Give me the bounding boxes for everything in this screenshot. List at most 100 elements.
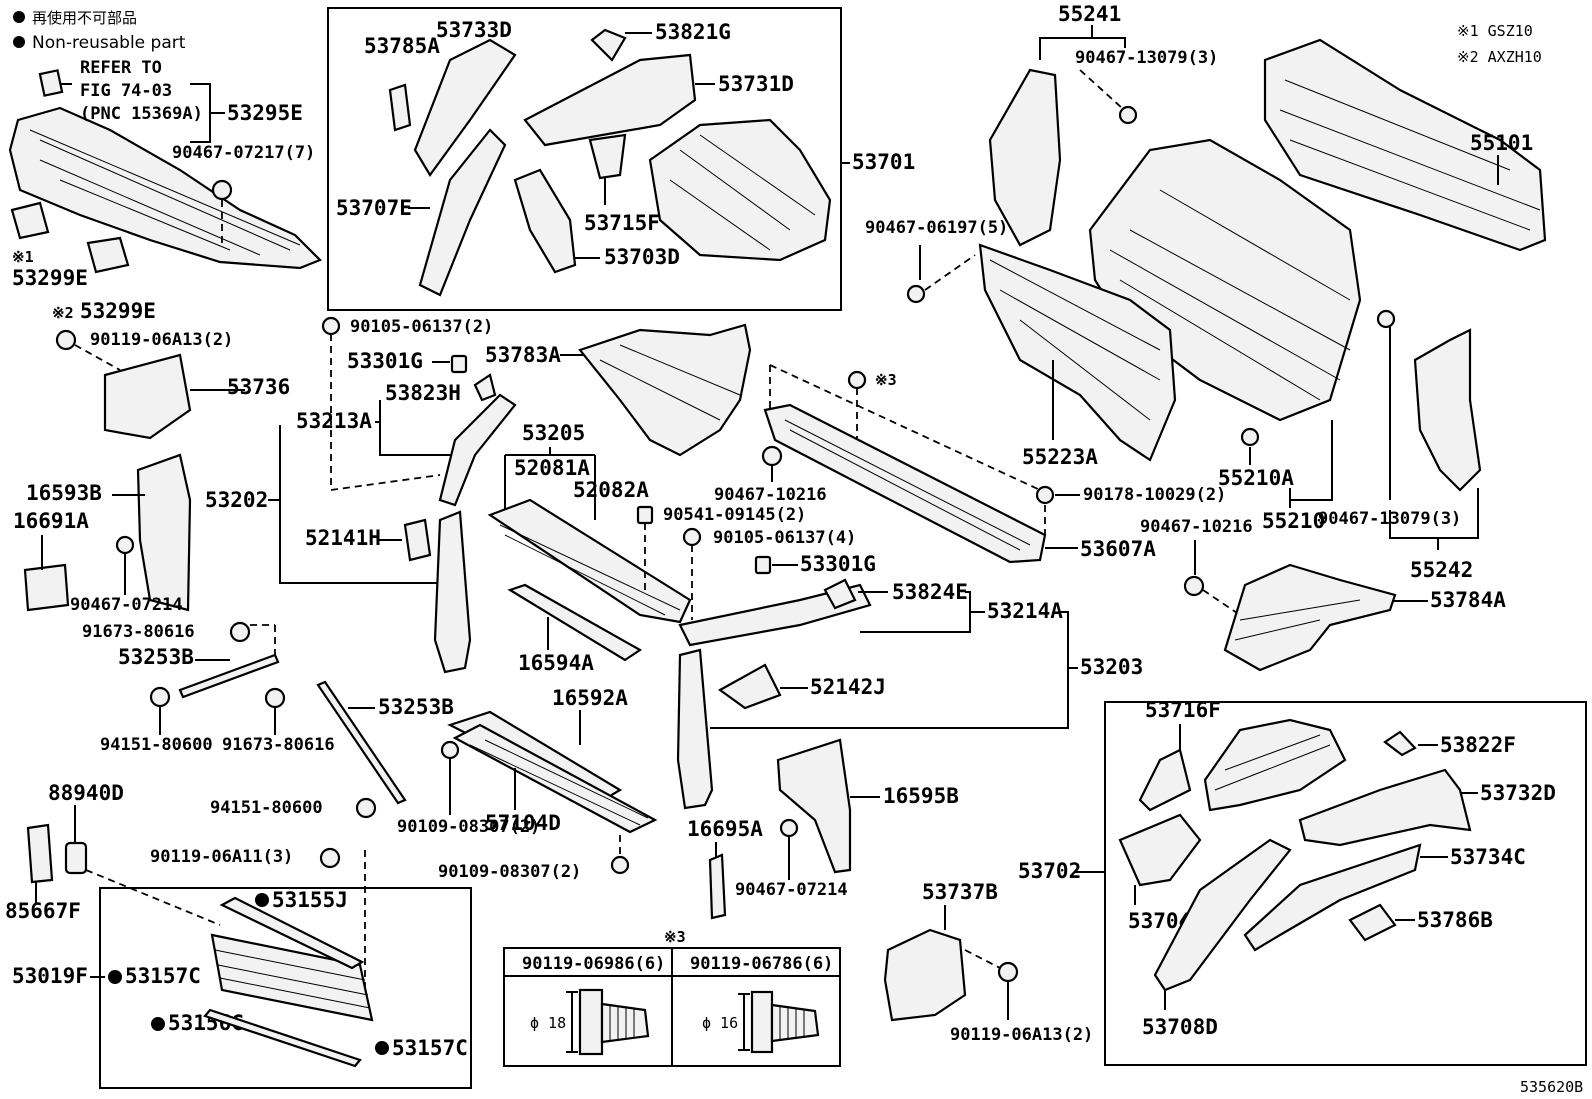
bracket-53214A bbox=[860, 591, 985, 633]
apron-53733D bbox=[413, 38, 517, 177]
bolt-note3 bbox=[847, 370, 867, 390]
legend-jp: 再使用不可部品 bbox=[32, 9, 137, 27]
cushion-90541 bbox=[636, 505, 654, 525]
nonreuse-dot-icon bbox=[255, 893, 269, 907]
label-note2: ※2 bbox=[52, 304, 74, 322]
label-52142J: 52142J bbox=[810, 675, 886, 699]
nut-90178-10029 bbox=[1035, 485, 1055, 505]
dash-hatch bbox=[1109, 189, 1351, 401]
refer-part bbox=[38, 69, 64, 97]
label-91673-80616-b: 91673-80616 bbox=[222, 735, 335, 755]
fastener-head-1 bbox=[578, 988, 604, 1056]
bracket-55242 bbox=[1389, 488, 1479, 550]
label-91673-80616-a: 91673-80616 bbox=[82, 622, 195, 642]
label-53732D: 53732D bbox=[1480, 781, 1556, 805]
figure-id: 535620B bbox=[1520, 1078, 1583, 1096]
label-55210: 55210 bbox=[1262, 509, 1325, 533]
label-53253B-a: 53253B bbox=[118, 645, 194, 669]
plate-53716F bbox=[1138, 748, 1192, 812]
label-94151-80600-b: 94151-80600 bbox=[210, 798, 323, 818]
support-53213A bbox=[438, 393, 517, 507]
grille-53019F bbox=[210, 933, 374, 1022]
group-box-53701 bbox=[327, 7, 842, 311]
table-note: ※3 bbox=[664, 928, 686, 946]
bracket-53213A bbox=[375, 400, 455, 456]
label-53783A: 53783A bbox=[485, 343, 561, 367]
clip-90467-06197 bbox=[906, 284, 926, 304]
rod-53253B-a bbox=[178, 653, 280, 699]
label-53299E-2: 53299E bbox=[80, 299, 156, 323]
label-90467-13079-a: 90467-13079(3) bbox=[1075, 48, 1218, 68]
label-90467-10216-b: 90467-10216 bbox=[1140, 517, 1253, 537]
fastener-thread-1 bbox=[609, 1005, 635, 1041]
nut-90119-06A13-b bbox=[997, 961, 1019, 983]
clip-90467-07217 bbox=[211, 179, 233, 201]
seal-16593B bbox=[136, 453, 192, 612]
seal-53156G bbox=[203, 1008, 362, 1068]
bolt-91673-b bbox=[264, 687, 286, 709]
label-90109-08307-b: 90109-08307(2) bbox=[438, 862, 581, 882]
panel-53736 bbox=[103, 353, 192, 440]
insulator-55223A bbox=[978, 243, 1177, 462]
table-col2-dim: ϕ 16 bbox=[702, 1014, 738, 1032]
label-53157C-b: 53157C bbox=[392, 1036, 468, 1060]
support-hatch bbox=[499, 524, 681, 616]
refer-line1: REFER TO bbox=[80, 58, 162, 78]
bracket-52141H bbox=[403, 518, 432, 562]
label-53823H: 53823H bbox=[385, 381, 461, 405]
label-90105-06137-b: 90105-06137(4) bbox=[713, 528, 856, 548]
insulator-hatch bbox=[989, 259, 1161, 421]
leader-dash bbox=[1202, 589, 1241, 616]
support-53202 bbox=[433, 510, 472, 674]
label-16592A: 16592A bbox=[552, 686, 628, 710]
bracket-53703D bbox=[513, 168, 577, 274]
support-57104D bbox=[452, 723, 658, 834]
apron-hatch bbox=[1214, 734, 1331, 791]
seal-16595B bbox=[776, 738, 852, 874]
seal-16594A bbox=[507, 583, 643, 662]
refer-line3: (PNC 15369A) bbox=[80, 104, 203, 124]
bracket-53704G bbox=[1118, 813, 1202, 887]
label-note3: ※3 bbox=[875, 371, 897, 389]
cowl-hatch bbox=[29, 129, 301, 256]
nut-94151-a bbox=[149, 686, 171, 708]
bracket-53786B bbox=[1348, 903, 1397, 942]
leader-dash bbox=[85, 869, 221, 926]
label-16593B: 16593B bbox=[26, 481, 102, 505]
label-55223A: 55223A bbox=[1022, 445, 1098, 469]
bracket-53821G bbox=[590, 28, 627, 62]
leader-dash bbox=[74, 344, 121, 371]
bracket-85667F bbox=[26, 823, 54, 884]
nut-94151-b bbox=[355, 797, 377, 819]
group-box-53702 bbox=[1104, 701, 1587, 1066]
refer-bracket bbox=[60, 83, 225, 143]
bracket-53824E bbox=[823, 578, 857, 610]
bolt-91673-a bbox=[229, 621, 251, 643]
support-hatch bbox=[469, 739, 649, 826]
label-53202: 53202 bbox=[205, 488, 268, 512]
clip-90467-10216-b bbox=[1183, 575, 1205, 597]
bracket-53783A bbox=[578, 323, 752, 457]
leader-dash bbox=[769, 364, 1041, 491]
label-55210A: 55210A bbox=[1218, 466, 1294, 490]
apron-hatch bbox=[669, 134, 816, 251]
bracket-53205 bbox=[504, 447, 596, 520]
label-53213A: 53213A bbox=[296, 409, 372, 433]
panel-55101-hatch bbox=[1279, 79, 1541, 231]
label-53786B: 53786B bbox=[1417, 908, 1493, 932]
label-53301G-a: 53301G bbox=[347, 349, 423, 373]
clip-90467-07214-b bbox=[779, 818, 799, 838]
label-90119-06A13-b: 90119-06A13(2) bbox=[950, 1025, 1093, 1045]
leader-dash bbox=[1079, 69, 1123, 109]
pad-53299E-2 bbox=[86, 236, 130, 274]
apron-53702 bbox=[1203, 718, 1347, 812]
plate-53715F bbox=[588, 133, 627, 180]
label-90541-09145: 90541-09145(2) bbox=[663, 505, 806, 525]
apron-53701 bbox=[648, 118, 832, 262]
label-53301G-b: 53301G bbox=[800, 552, 876, 576]
fastener-head-2 bbox=[750, 990, 774, 1054]
bracket-55210 bbox=[1289, 420, 1333, 508]
grille-hatch bbox=[214, 949, 371, 1009]
label-90467-10216-a: 90467-10216 bbox=[714, 485, 827, 505]
